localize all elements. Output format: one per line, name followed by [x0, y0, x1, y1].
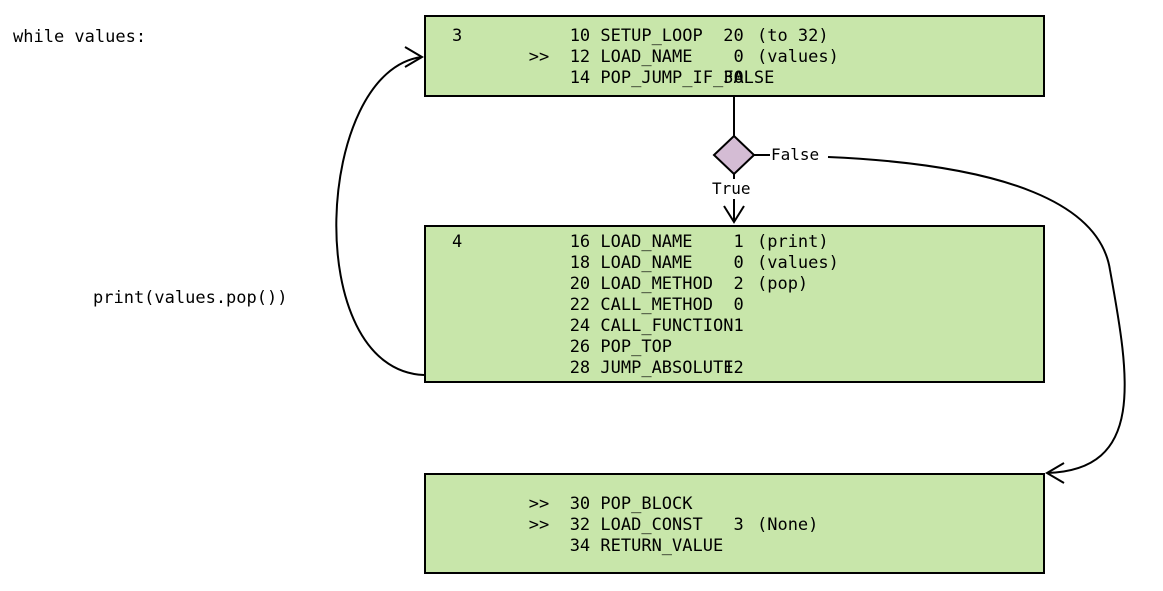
- instruction-offset: 10: [569, 26, 591, 46]
- block-code: 3 10 SETUP_LOOP 20 (to 32) >> 12 LOAD_NAME 0 (val…: [452, 26, 1032, 89]
- instruction-row: 3 10 SETUP_LOOP 20 (to 32): [452, 26, 1032, 47]
- instruction-opname: LOAD_CONST: [600, 515, 703, 535]
- instruction-offset: 22: [569, 295, 591, 315]
- instruction-argrepr: (values): [756, 47, 839, 67]
- edge-label-true: True: [712, 179, 751, 198]
- instruction-row: 18 LOAD_NAME 0 (values): [452, 253, 1032, 274]
- instruction-opname: RETURN_VALUE: [600, 536, 724, 556]
- instruction-offset: 28: [569, 358, 591, 378]
- instruction-offset: 32: [569, 515, 591, 535]
- block-code: >> 30 POP_BLOCK >> 32 LOAD_CONST 3 (None) 34 RETU…: [452, 494, 1032, 557]
- instruction-arg: 30: [723, 68, 744, 88]
- instruction-row: 26 POP_TOP: [452, 337, 1032, 358]
- instruction-arg: 12: [723, 358, 744, 378]
- edge-loop-back: [335, 56, 425, 376]
- instruction-offset: 30: [569, 494, 591, 514]
- instruction-argrepr: (values): [756, 253, 839, 273]
- instruction-argrepr: (pop): [756, 274, 809, 294]
- arrowhead-true: [723, 205, 745, 224]
- instruction-opname: CALL_FUNCTION: [600, 316, 734, 336]
- instruction-row: >> 30 POP_BLOCK: [452, 494, 1032, 515]
- instruction-row: 34 RETURN_VALUE: [452, 536, 1032, 557]
- instruction-arg: 1: [733, 316, 744, 336]
- source-line-while: while values:: [13, 27, 147, 47]
- instruction-line-number: 3: [452, 26, 463, 46]
- instruction-offset: 34: [569, 536, 591, 556]
- instruction-arg: 0: [733, 295, 744, 315]
- instruction-marker: >>: [528, 515, 550, 535]
- instruction-offset: 16: [569, 232, 591, 252]
- instruction-opname: SETUP_LOOP: [600, 26, 703, 46]
- instruction-arg: 0: [733, 253, 744, 273]
- bytecode-block-loop-header: 3 10 SETUP_LOOP 20 (to 32) >> 12 LOAD_NAME 0 (val…: [424, 15, 1045, 97]
- instruction-opname: POP_JUMP_IF_FALSE: [600, 68, 775, 88]
- instruction-opname: CALL_METHOD: [600, 295, 713, 315]
- arrowhead-loop-back: [404, 46, 424, 68]
- instruction-offset: 14: [569, 68, 591, 88]
- instruction-line-number: 4: [452, 232, 463, 252]
- instruction-opname: LOAD_NAME: [600, 47, 693, 67]
- decision-diamond: [712, 134, 756, 176]
- instruction-offset: 20: [569, 274, 591, 294]
- instruction-row: 22 CALL_METHOD 0: [452, 295, 1032, 316]
- instruction-row: >> 32 LOAD_CONST 3 (None): [452, 515, 1032, 536]
- instruction-argrepr: (print): [756, 232, 829, 252]
- instruction-opname: LOAD_METHOD: [600, 274, 713, 294]
- instruction-arg: 3: [733, 515, 744, 535]
- instruction-opname: POP_TOP: [600, 337, 673, 357]
- instruction-arg: 0: [733, 47, 744, 67]
- source-line-print: print(values.pop()): [93, 288, 288, 308]
- instruction-argrepr: (to 32): [756, 26, 829, 46]
- edge-label-false: False: [771, 145, 820, 164]
- instruction-marker: >>: [528, 47, 550, 67]
- instruction-row: 4 16 LOAD_NAME 1 (print): [452, 232, 1032, 253]
- arrowhead-false: [1045, 462, 1065, 484]
- instruction-offset: 24: [569, 316, 591, 336]
- instruction-arg: 2: [733, 274, 744, 294]
- instruction-row: >> 12 LOAD_NAME 0 (values): [452, 47, 1032, 68]
- bytecode-block-exit: >> 30 POP_BLOCK >> 32 LOAD_CONST 3 (None) 34 RETU…: [424, 473, 1045, 574]
- instruction-offset: 12: [569, 47, 591, 67]
- instruction-opname: POP_BLOCK: [600, 494, 693, 514]
- instruction-opname: LOAD_NAME: [600, 232, 693, 252]
- instruction-offset: 26: [569, 337, 591, 357]
- instruction-arg: 20: [723, 26, 744, 46]
- edge-false: [827, 156, 1126, 474]
- instruction-row: 20 LOAD_METHOD 2 (pop): [452, 274, 1032, 295]
- instruction-arg: 1: [733, 232, 744, 252]
- instruction-offset: 18: [569, 253, 591, 273]
- instruction-opname: LOAD_NAME: [600, 253, 693, 273]
- instruction-argrepr: (None): [756, 515, 819, 535]
- instruction-opname: JUMP_ABSOLUTE: [600, 358, 734, 378]
- instruction-marker: >>: [528, 494, 550, 514]
